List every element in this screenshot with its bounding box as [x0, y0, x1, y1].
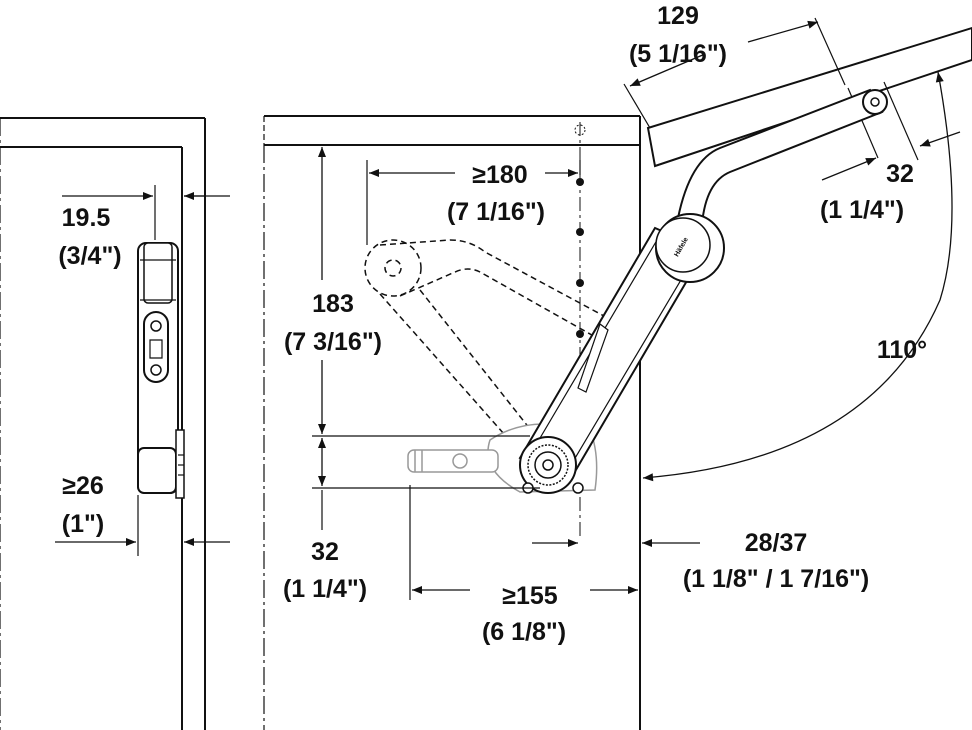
pivot-32-imperial: (1 1/4"): [820, 196, 904, 224]
lid-offset-value: 129: [657, 2, 699, 30]
angle-arc: [642, 71, 953, 482]
base-32-value: 32: [311, 538, 339, 566]
lid-offset-imperial: (5 1/16"): [629, 40, 727, 68]
dimension-labels: 129 (5 1/16") 32 (1 1/4") 110° ≥180 (7 1…: [58, 2, 927, 646]
front-view: Häfele: [263, 17, 972, 730]
base-32-imperial: (1 1/4"): [283, 575, 367, 603]
thickness-value: 19.5: [62, 204, 111, 232]
height-value: 183: [312, 290, 354, 318]
opening-angle: 110°: [877, 336, 927, 364]
hinge-side-body: [137, 242, 185, 499]
panel-imperial: (1 1/8" / 1 7/16"): [683, 565, 869, 593]
min-26-value: ≥26: [62, 472, 104, 500]
arm-length-value: ≥180: [472, 161, 527, 189]
depth-imperial: (6 1/8"): [482, 618, 566, 646]
min-26-imperial: (1"): [62, 510, 104, 538]
ghost-arm: [364, 239, 631, 453]
side-view: [0, 117, 230, 730]
height-imperial: (7 3/16"): [284, 328, 382, 356]
pivot-32-value: 32: [886, 160, 914, 188]
depth-value: ≥155: [502, 582, 558, 610]
thickness-imperial: (3/4"): [58, 242, 121, 270]
arm-length-imperial: (7 1/16"): [447, 198, 545, 226]
panel-value: 28/37: [745, 529, 808, 557]
